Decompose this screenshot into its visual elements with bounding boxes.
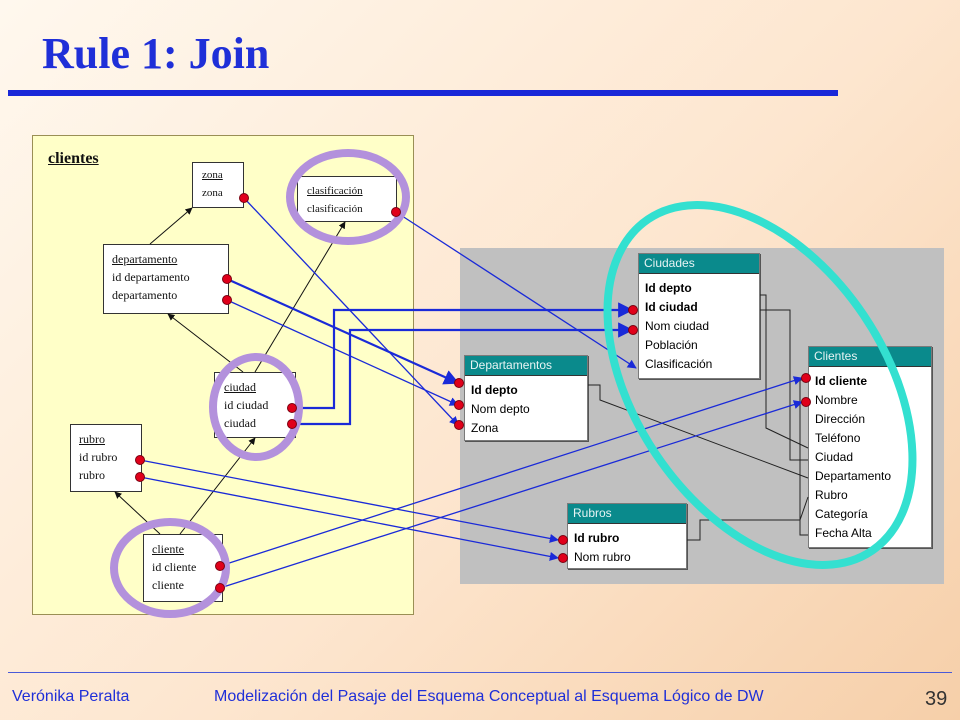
entity-departamento-header: departamento (112, 252, 178, 266)
table-rubros-field-2: Nom rubro (574, 550, 631, 564)
page-number: 39 (925, 688, 948, 710)
table-departamentos-field-3: Zona (471, 421, 499, 435)
table-rubros-field-1: Id rubro (574, 531, 620, 545)
table-ciudades-field-1: Id depto (645, 281, 692, 295)
table-ciudades-header: Ciudades (639, 254, 759, 274)
highlight-ciudad (209, 353, 303, 461)
table-ciudades-field-5: Clasificación (645, 357, 713, 371)
entity-rubro-header: rubro (79, 432, 105, 446)
entity-zona-header: zona (202, 169, 223, 181)
table-clientes-field-3: Dirección (815, 412, 866, 426)
entity-clasificacion: clasificación clasificación (297, 176, 397, 222)
table-clientes-field-7: Rubro (815, 488, 848, 502)
table-ciudades: Ciudades Id depto Id ciudad Nom ciudad P… (638, 253, 760, 379)
entity-departamento-field-1: id departamento (112, 270, 190, 284)
entity-departamento-field-2: departamento (112, 288, 178, 302)
table-departamentos: Departamentos Id depto Nom depto Zona (464, 355, 588, 441)
entity-cliente-header: cliente (152, 542, 184, 556)
table-rubros: Rubros Id rubro Nom rubro (567, 503, 687, 569)
table-clientes-field-6: Departamento (815, 469, 892, 483)
highlight-clasificacion (286, 149, 410, 245)
entity-clasificacion-header: clasificación (307, 185, 363, 197)
table-ciudades-field-4: Población (645, 338, 698, 352)
table-clientes-field-1: Id cliente (815, 374, 868, 388)
table-clientes-field-4: Teléfono (815, 431, 861, 445)
entity-ciudad-header: ciudad (224, 380, 256, 394)
entity-clasificacion-field: clasificación (307, 203, 363, 215)
entity-rubro-field-1: id rubro (79, 450, 118, 464)
highlight-ovals (110, 149, 917, 618)
entity-ciudad-field-1: id ciudad (224, 398, 269, 412)
mapping-lines (139, 197, 803, 589)
table-departamentos-field-2: Nom depto (471, 402, 530, 416)
table-clientes-field-9: Fecha Alta (815, 526, 872, 540)
entity-cliente-field-2: cliente (152, 578, 184, 592)
table-departamentos-field-1: Id depto (471, 383, 518, 397)
table-clientes-header: Clientes (809, 347, 931, 367)
entity-departamento: departamento id departamento departament… (103, 244, 229, 314)
connector-dots (135, 193, 811, 593)
table-clientes-field-5: Ciudad (815, 450, 854, 464)
slide-title: Rule 1: Join (42, 29, 270, 78)
table-ciudades-field-3: Nom ciudad (645, 319, 710, 333)
footer-divider (8, 672, 952, 673)
entity-cliente: cliente id cliente cliente (143, 534, 223, 602)
footer-title: Modelización del Pasaje del Esquema Conc… (214, 688, 764, 705)
table-clientes-field-2: Nombre (815, 393, 858, 407)
entity-cliente-field-1: id cliente (152, 560, 197, 574)
title-underline (8, 90, 838, 96)
entity-zona: zona zona (192, 162, 244, 208)
conceptual-schema-title: clientes (48, 150, 99, 167)
highlight-join-keys (603, 201, 917, 569)
table-departamentos-header: Departamentos (465, 356, 587, 376)
highlight-cliente (110, 518, 230, 618)
entity-zona-field: zona (202, 187, 223, 199)
table-clientes-field-8: Categoría (815, 507, 868, 521)
entity-rubro-field-2: rubro (79, 468, 105, 482)
footer-author: Verónika Peralta (12, 688, 130, 705)
entity-ciudad-field-2: ciudad (224, 416, 256, 430)
table-ciudades-field-2: Id ciudad (645, 300, 698, 314)
table-rubros-header: Rubros (568, 504, 686, 524)
